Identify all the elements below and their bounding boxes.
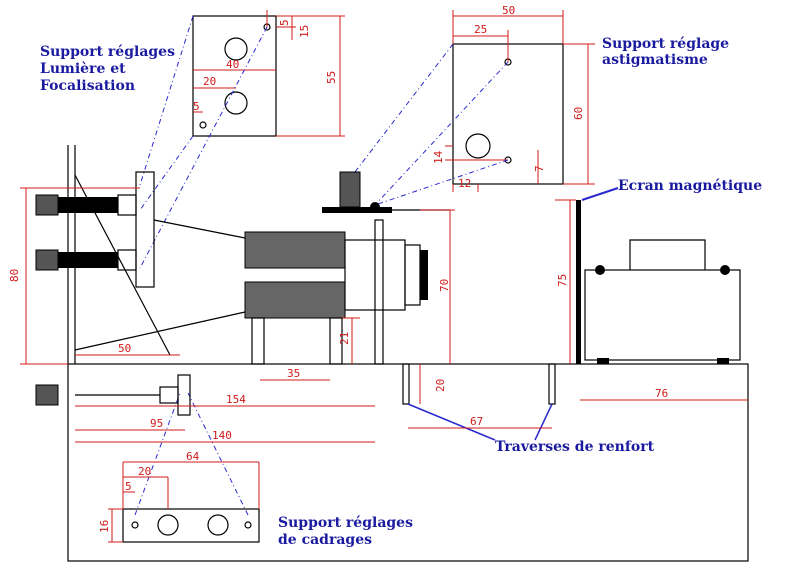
traverses — [402, 363, 556, 441]
svg-text:20: 20 — [434, 379, 447, 392]
chassis — [67, 145, 749, 562]
label-support-astigmatisme: Support réglage astigmatisme — [602, 36, 729, 68]
svg-text:astigmatisme: astigmatisme — [602, 52, 708, 68]
svg-text:de cadrages: de cadrages — [278, 532, 372, 548]
svg-text:75: 75 — [556, 274, 569, 287]
crt-tube — [74, 174, 428, 365]
label-support-cadrages: Support réglages de cadrages — [278, 515, 413, 548]
svg-text:50: 50 — [118, 342, 131, 355]
svg-text:76: 76 — [655, 387, 668, 400]
svg-text:Focalisation: Focalisation — [40, 78, 135, 94]
svg-text:14: 14 — [432, 150, 445, 164]
svg-text:12: 12 — [458, 177, 471, 190]
svg-text:20: 20 — [203, 75, 216, 88]
svg-text:5: 5 — [278, 19, 291, 26]
svg-text:16: 16 — [98, 520, 111, 533]
projection-lines — [134, 15, 509, 516]
svg-text:67: 67 — [470, 415, 483, 428]
label-traverses-renfort: Traverses de renfort — [495, 439, 655, 455]
svg-text:40: 40 — [226, 58, 239, 71]
svg-text:95: 95 — [150, 417, 163, 430]
svg-text:140: 140 — [212, 429, 232, 442]
svg-text:21: 21 — [338, 332, 351, 345]
svg-text:Lumière et: Lumière et — [40, 61, 126, 77]
label-ecran-magnetique: Ecran magnétique — [618, 178, 762, 194]
svg-text:64: 64 — [186, 450, 200, 463]
svg-text:25: 25 — [474, 23, 487, 36]
svg-text:70: 70 — [438, 279, 451, 292]
svg-text:5: 5 — [125, 480, 132, 493]
svg-text:15: 15 — [298, 25, 311, 38]
svg-text:Support réglages: Support réglages — [278, 515, 413, 531]
svg-text:5: 5 — [193, 100, 200, 113]
svg-text:50: 50 — [502, 4, 515, 17]
label-support-lumiere: Support réglages Lumière et Focalisation — [40, 44, 175, 94]
svg-text:55: 55 — [325, 71, 338, 84]
svg-text:7: 7 — [533, 165, 546, 172]
astigmatism-pot — [322, 171, 450, 213]
front-controls — [35, 171, 191, 416]
svg-text:80: 80 — [8, 269, 21, 282]
svg-text:154: 154 — [226, 393, 246, 406]
main-dimensions: 80 50 70 75 21 35 20 154 67 76 95 140 — [8, 187, 748, 443]
svg-text:35: 35 — [287, 367, 300, 380]
plate-lumiere-focalisation: 5 15 40 55 20 5 — [192, 10, 345, 137]
plate-cadrages: 64 20 5 16 — [98, 450, 260, 543]
svg-text:20: 20 — [138, 465, 151, 478]
svg-text:60: 60 — [572, 107, 585, 120]
transformer — [584, 239, 741, 364]
magnetic-screen — [576, 187, 619, 364]
plate-astigmatisme: 50 25 60 14 12 7 — [432, 4, 595, 192]
svg-text:Support réglage: Support réglage — [602, 36, 729, 52]
svg-text:Support réglages: Support réglages — [40, 44, 175, 60]
